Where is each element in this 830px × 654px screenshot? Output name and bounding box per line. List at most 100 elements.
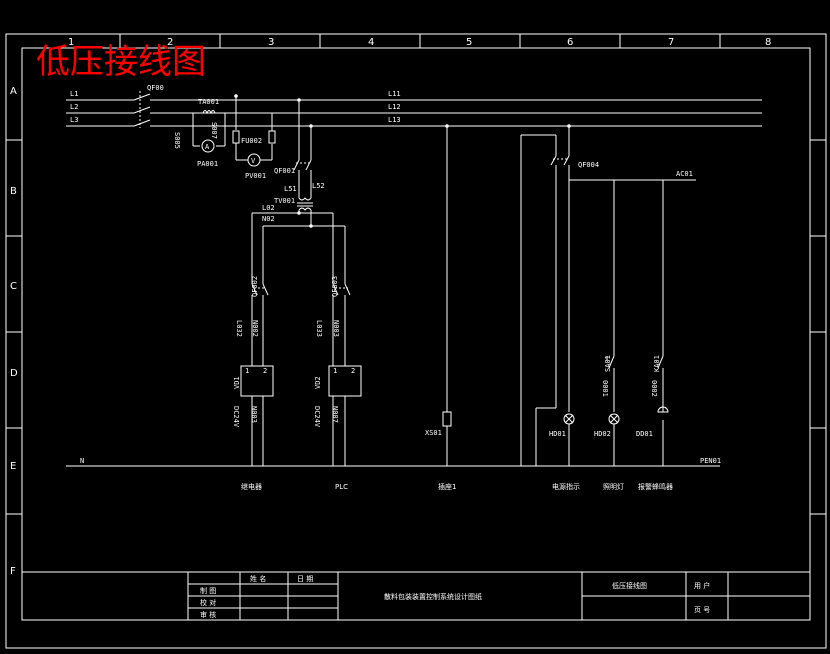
svg-text:N007: N007	[331, 406, 339, 423]
svg-text:QF003: QF003	[331, 276, 339, 297]
row-c: C	[10, 281, 17, 292]
svg-text:审 核: 审 核	[200, 610, 216, 619]
ammeter-icon	[201, 139, 215, 153]
tb-project: 散料包装装置控制系统设计图纸	[384, 592, 482, 601]
svg-text:1: 1	[245, 367, 249, 375]
svg-text:V: V	[251, 157, 256, 165]
tb-date-header: 日 期	[297, 575, 313, 583]
col-4: 4	[368, 37, 374, 48]
svg-text:S005: S005	[173, 132, 181, 149]
col-1: 1	[68, 37, 74, 48]
svg-text:AC01: AC01	[676, 170, 693, 178]
svg-text:VD1: VD1	[233, 376, 241, 389]
svg-text:S007: S007	[210, 122, 218, 139]
svg-text:N: N	[80, 457, 84, 465]
svg-text:TA001: TA001	[198, 98, 219, 106]
row-b: B	[10, 186, 17, 197]
svg-text:报警蜂鸣器: 报警蜂鸣器	[638, 482, 673, 491]
row-a: A	[10, 86, 17, 97]
svg-text:2: 2	[351, 367, 355, 375]
outer-frame	[5, 33, 827, 649]
svg-text:N003: N003	[332, 320, 340, 337]
svg-text:KA01: KA01	[653, 355, 661, 372]
svg-text:VD2: VD2	[314, 376, 322, 389]
bus-l11: L11	[388, 90, 401, 98]
branch-relay: QF002 L032 N002 1 2 VD1 DC24V N003	[232, 213, 274, 466]
row-e: E	[10, 461, 16, 472]
col-6: 6	[567, 37, 573, 48]
svg-text:DD01: DD01	[636, 430, 653, 438]
svg-text:PV001: PV001	[245, 172, 266, 180]
svg-text:PLC: PLC	[335, 483, 348, 491]
svg-text:N02: N02	[262, 215, 275, 223]
inner-frame	[21, 47, 811, 621]
page-title: 低压接线图	[36, 42, 206, 82]
tb-drawing-name: 低压接线图	[612, 581, 647, 590]
svg-text:A: A	[205, 143, 210, 151]
svg-text:SA01: SA01	[604, 355, 612, 372]
fuse-icon	[232, 130, 240, 144]
col-8: 8	[765, 37, 771, 48]
title-block: 姓 名 日 期 制 图 校 对 审 核 散料包装装置控制系统设计图纸 低压接线图…	[22, 571, 810, 620]
main-breaker-qf00: QF00	[133, 84, 164, 128]
svg-text:插座1: 插座1	[438, 482, 456, 491]
svg-text:N003: N003	[250, 406, 258, 423]
metering-section: TA001 A S005 S007 PA001 V FU002 PV001	[173, 94, 276, 180]
svg-text:电源指示: 电源指示	[552, 482, 580, 491]
svg-text:用 户: 用 户	[694, 581, 710, 590]
bus-l12: L12	[388, 103, 401, 111]
col-2: 2	[167, 37, 173, 48]
control-transformer: QF001 L51 L52 TV001 L02 N02	[252, 98, 345, 228]
branch-captions: 继电器 PLC 插座1 电源指示 照明灯 报警蜂鸣器	[241, 482, 673, 491]
tb-name-header: 姓 名	[250, 574, 266, 583]
bus-l2: L2	[70, 103, 78, 111]
col-7: 7	[668, 37, 674, 48]
svg-text:QF001: QF001	[274, 167, 295, 175]
svg-text:制 图: 制 图	[200, 586, 216, 595]
svg-text:PA001: PA001	[197, 160, 218, 168]
svg-text:TV001: TV001	[274, 197, 295, 205]
branch-plc: QF003 L033 N003 1 2 VD2 DC24V N007	[313, 213, 362, 466]
branch-socket: XS01	[425, 124, 452, 466]
svg-text:L033: L033	[315, 320, 323, 337]
branch-lighting: QF004 AC01 HD01 SA01 0001 HD02 KA01 0002…	[520, 124, 696, 466]
svg-text:QF004: QF004	[578, 161, 599, 169]
svg-text:QF00: QF00	[147, 84, 164, 92]
bus-l3: L3	[70, 116, 78, 124]
svg-text:FU002: FU002	[241, 137, 262, 145]
svg-text:N002: N002	[251, 320, 259, 337]
svg-text:HD02: HD02	[594, 430, 611, 438]
neutral-lines: N PEN01	[66, 457, 721, 467]
svg-text:0001: 0001	[601, 380, 609, 397]
svg-text:L02: L02	[262, 204, 275, 212]
row-markers: A B C D E F	[6, 86, 826, 577]
relay-module-vd1	[240, 365, 274, 397]
svg-text:0002: 0002	[650, 380, 658, 397]
bus-l1: L1	[70, 90, 78, 98]
svg-text:L032: L032	[235, 320, 243, 337]
row-f: F	[10, 566, 16, 577]
svg-text:DC24V: DC24V	[232, 406, 240, 428]
svg-text:PEN01: PEN01	[700, 457, 721, 465]
buzzer-icon	[657, 406, 669, 413]
svg-text:DC24V: DC24V	[313, 406, 321, 428]
col-3: 3	[268, 37, 274, 48]
svg-text:HD01: HD01	[549, 430, 566, 438]
svg-text:QF002: QF002	[251, 276, 259, 297]
svg-text:校 对: 校 对	[200, 598, 216, 607]
svg-text:继电器: 继电器	[241, 482, 262, 491]
svg-text:2: 2	[263, 367, 267, 375]
bus-l13: L13	[388, 116, 401, 124]
column-markers: 1 2 3 4 5 6 7 8	[68, 34, 771, 48]
svg-text:XS01: XS01	[425, 429, 442, 437]
svg-text:L52: L52	[312, 182, 325, 190]
phase-buses: L1 L2 L3 L11 L12 L13	[66, 90, 762, 127]
svg-text:1: 1	[333, 367, 337, 375]
socket-icon	[442, 411, 452, 427]
row-d: D	[10, 368, 18, 379]
svg-text:页 号: 页 号	[694, 606, 710, 614]
svg-text:L51: L51	[284, 185, 297, 193]
col-5: 5	[466, 37, 472, 48]
svg-text:照明灯: 照明灯	[603, 482, 624, 491]
